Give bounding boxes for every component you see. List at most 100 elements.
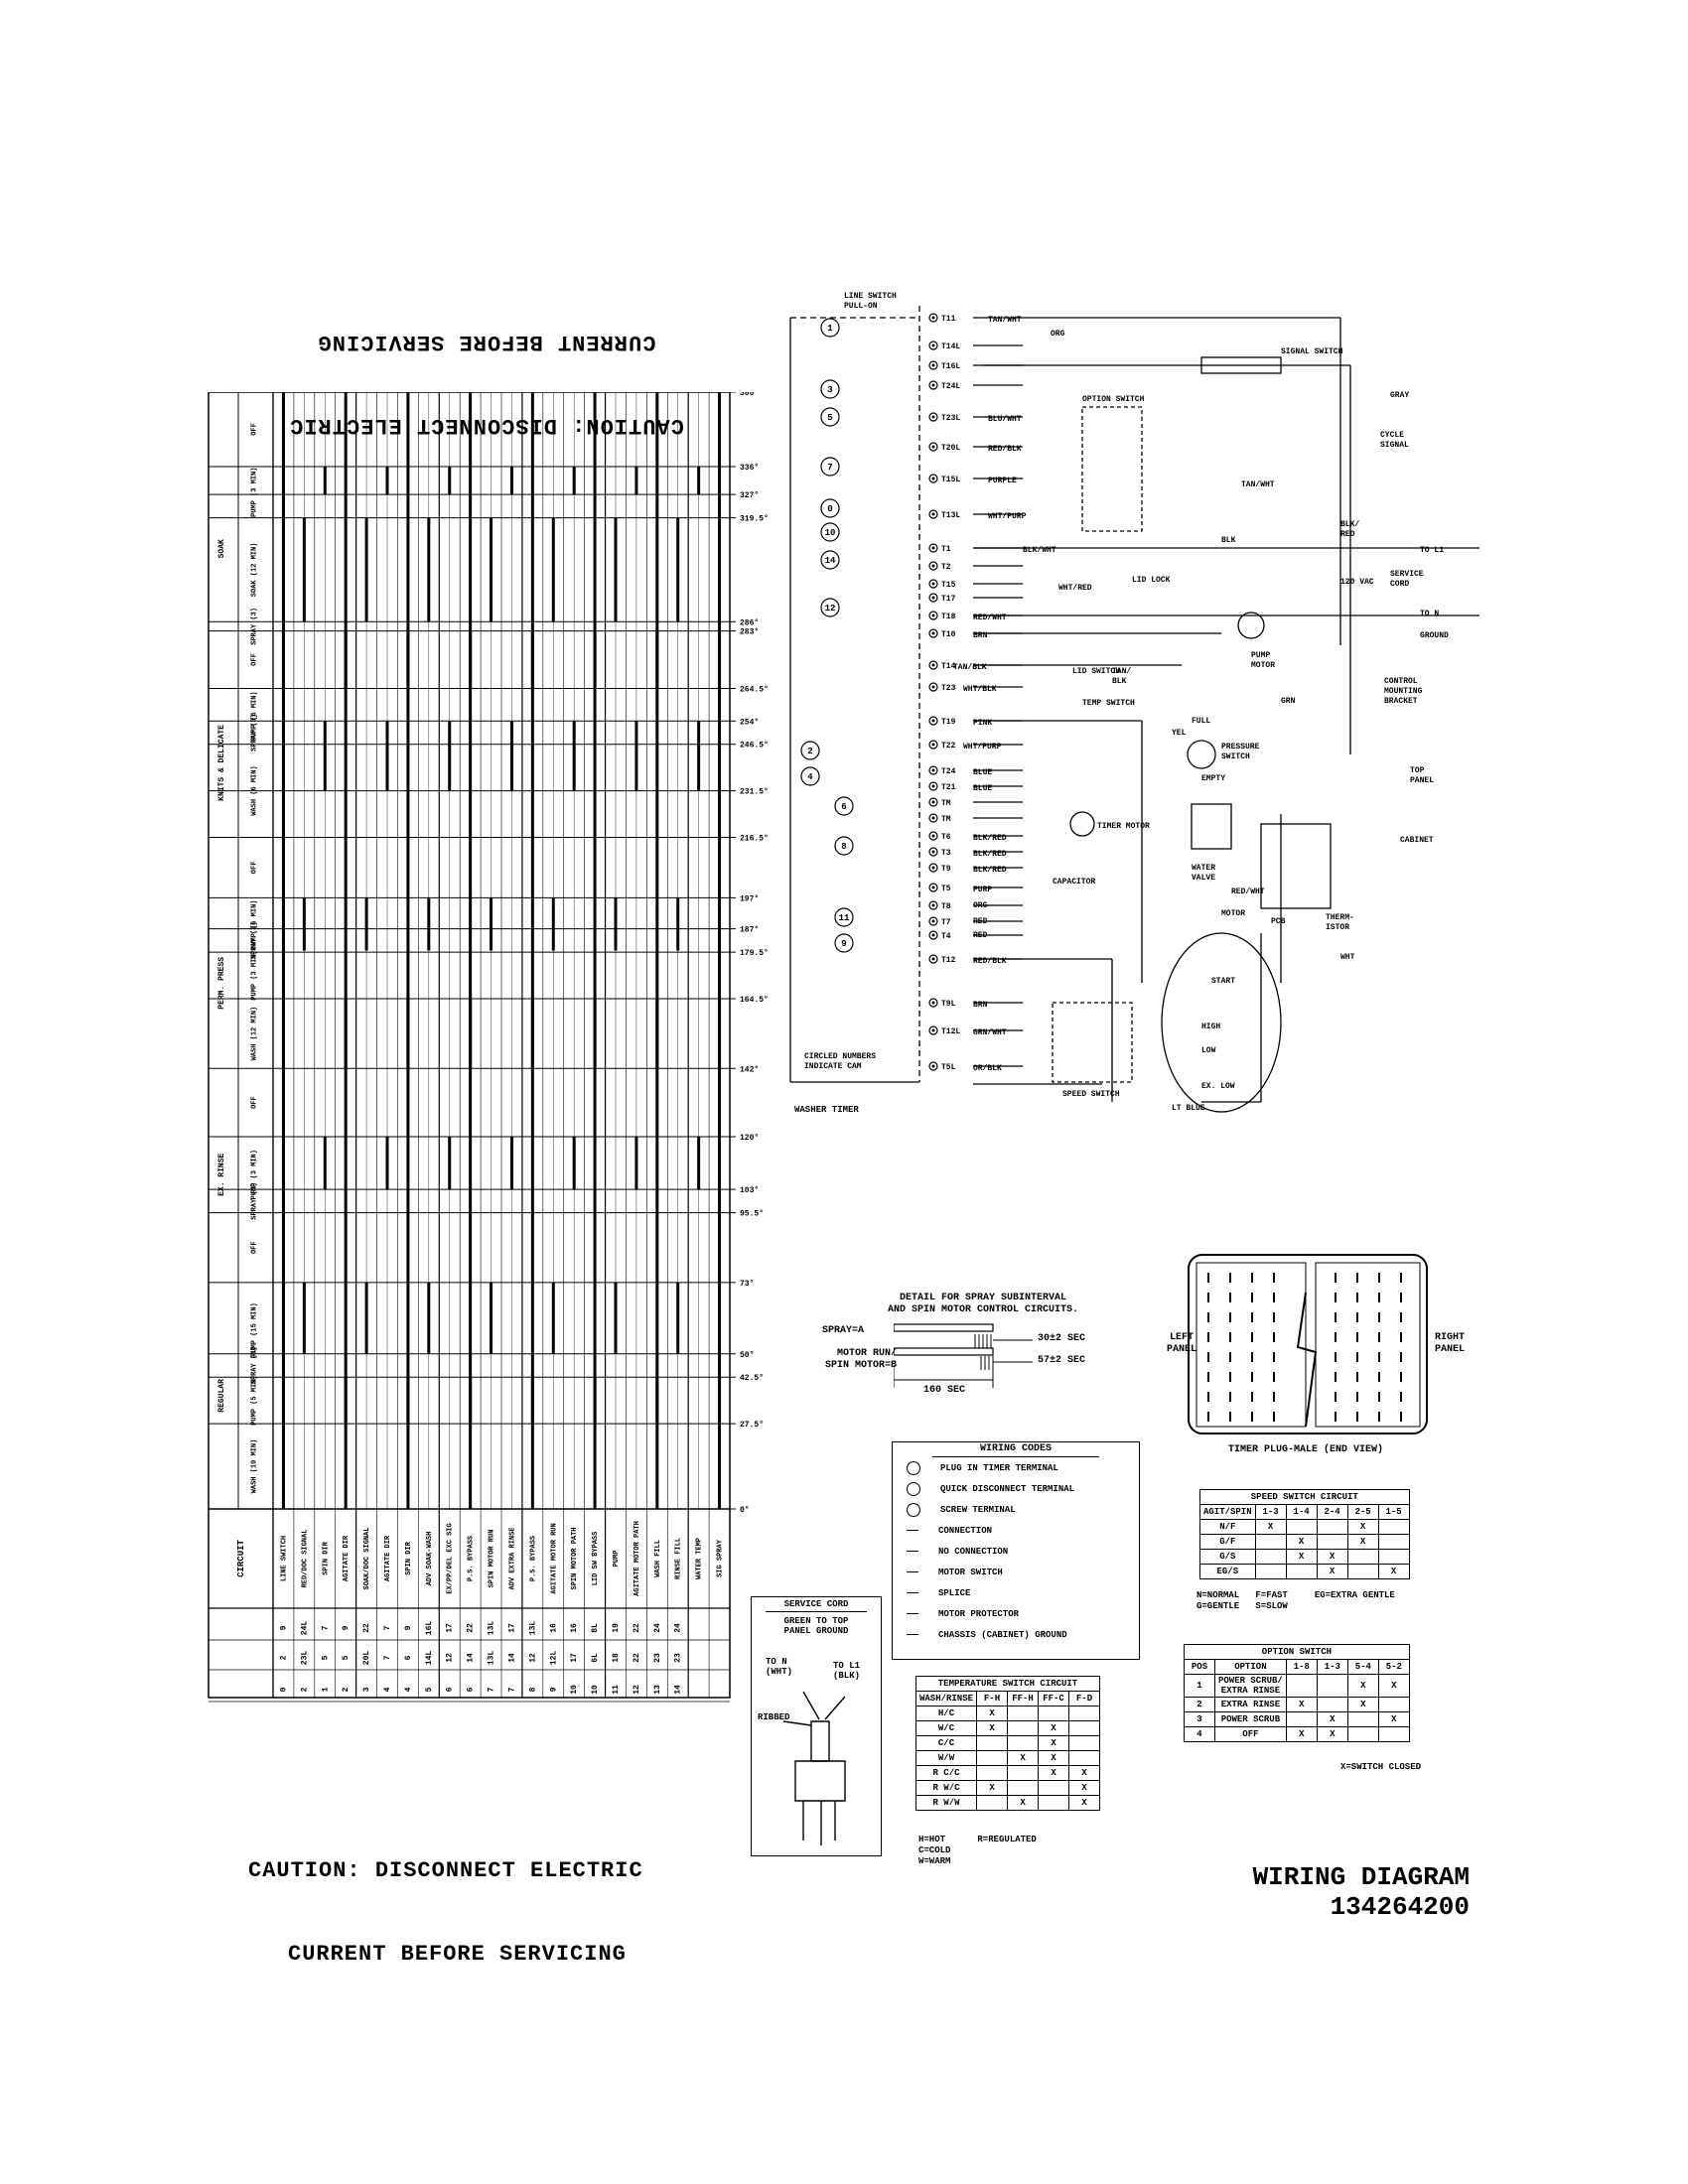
cam-bar (718, 1377, 722, 1425)
group-label: EX. RINSE (217, 1153, 226, 1195)
terminal-cell: 9 (342, 1625, 351, 1630)
temp-switch-title: TEMPERATURE SWITCH CIRCUIT (914, 1676, 1101, 1692)
cam-bar (385, 467, 389, 495)
wire-color-label: BLU/WHT (988, 415, 1022, 424)
cam-bar (427, 897, 431, 951)
schematic-label-blk-red: BLK/ (1340, 520, 1359, 529)
segment-label: WASH (10 MIN) (251, 1439, 259, 1494)
terminal-cell: 24 (653, 1623, 662, 1633)
timer-terminal (928, 916, 938, 926)
speed-switch-cell: X (1346, 1519, 1379, 1535)
degree-label: 164.5° (740, 996, 769, 1005)
cam-bar (530, 630, 534, 689)
cam-bar (593, 998, 597, 1069)
wiring-code-label: MOTOR SWITCH (938, 1567, 1003, 1577)
option-switch-cell: 4 (1184, 1726, 1215, 1742)
temp-switch-cell: H/C (914, 1706, 978, 1721)
cam-circle (834, 836, 854, 856)
wiring-code-item: CONNECTION (893, 1520, 1139, 1541)
segment-label: SOAK (12 MIN) (251, 543, 259, 598)
cam-bar (281, 1282, 285, 1354)
terminal-cell: 13L (528, 1621, 537, 1636)
segment-label: OFF (251, 1241, 259, 1254)
temp-switch-cell: W/W (914, 1750, 978, 1766)
temp-switch-cell (1068, 1706, 1101, 1721)
cam-bar (406, 392, 410, 1509)
cam-bar (697, 721, 701, 791)
wire-color-label: BLK/WHT (1023, 546, 1056, 555)
temp-switch-cell: X (1068, 1765, 1101, 1781)
cam-circle (820, 522, 840, 542)
option-switch-cell: OFF (1214, 1726, 1287, 1742)
cam-bar (427, 1282, 431, 1354)
circuit-label: RED/DOC SIGNAL (301, 1530, 309, 1588)
schematic-label-ground: GROUND (1420, 631, 1449, 640)
circuit-label: SIG SPRAY (717, 1539, 725, 1577)
cam-bar (614, 1282, 618, 1354)
cam-bar (302, 897, 306, 951)
terminal-cell: 14 (507, 1653, 516, 1663)
segment-label: OFF (251, 1096, 259, 1109)
circuit-label: LID SW BYPASS (592, 1532, 600, 1586)
segment-label: PUMP (15 MIN) (251, 1302, 259, 1357)
schematic-label-water-valve: WATER (1192, 864, 1215, 873)
degree-label: 42.5° (740, 1374, 764, 1383)
degree-label: 216.5° (740, 834, 769, 843)
segment-label: PUMP (3 MIN) (251, 468, 259, 517)
timer-terminal (928, 360, 938, 370)
spray-timing-diagram (894, 1323, 1033, 1388)
terminal-cell: 22 (633, 1653, 641, 1663)
timer-terminal (928, 900, 938, 910)
speed-switch-cell (1285, 1564, 1318, 1579)
wiring-schematic: T11T14LT16LT24LT23LT20LT15LT13LT1T2T15T1… (789, 292, 1479, 1115)
temp-switch-cell (1068, 1720, 1101, 1736)
temp-switch-cell: X (1068, 1780, 1101, 1796)
cam-bar (634, 467, 638, 495)
cam-bar (551, 517, 555, 622)
circuit-label: EX/PP/DEL EXC SIG (447, 1523, 455, 1593)
caution-line1: CAUTION: DISCONNECT ELECTRIC (248, 1858, 643, 1883)
schematic-label-grn: GRN (1281, 697, 1296, 706)
wire-color-label: WHT/PURP (963, 743, 1002, 751)
speed-switch-header: AGIT/SPIN (1199, 1504, 1256, 1520)
cam-number: 12 (825, 604, 836, 614)
terminal-cell: 10 (591, 1685, 600, 1695)
temp-switch-cell: X (1038, 1720, 1070, 1736)
cam-bar (593, 1377, 597, 1425)
cam-bar (281, 1377, 285, 1425)
cam-bar (469, 392, 473, 1509)
terminal-label: T22 (941, 742, 956, 751)
cam-circle (820, 598, 840, 617)
caution-line2: CURRENT BEFORE SERVICING (288, 1942, 627, 1967)
degree-label: 120° (740, 1134, 759, 1143)
temp-switch-cell (1007, 1780, 1040, 1796)
cam-number: 9 (841, 939, 846, 949)
cam-circle (834, 933, 854, 953)
wire-color-label: TAN/BLK (953, 663, 987, 672)
cam-circle (834, 796, 854, 816)
cam-number: 5 (827, 413, 832, 423)
circuit-label: ADV SOAK-WASH (426, 1532, 434, 1586)
speed-switch-cell: G/S (1199, 1549, 1256, 1565)
wiring-code-symbol-icon (907, 1530, 918, 1531)
option-switch-cell: X (1377, 1674, 1410, 1698)
wiring-code-symbol-icon (907, 1460, 920, 1475)
speed-switch-cell (1316, 1534, 1348, 1550)
line-switch-label: LINE SWITCH (844, 292, 897, 301)
temp-switch-cell (1038, 1706, 1070, 1721)
cam-bar (551, 897, 555, 951)
schematic-label-low: LOW (1201, 1046, 1216, 1055)
terminal-cell: 14 (467, 1653, 476, 1663)
group-label: REGULAR (217, 1379, 226, 1413)
cam-number: 7 (827, 463, 832, 473)
temp-switch-cell: R W/C (914, 1780, 978, 1796)
wire-color-label: BLUE (973, 768, 992, 777)
cam-bar (406, 998, 410, 1069)
schematic-label-thermistor: ISTOR (1326, 923, 1349, 932)
wiring-code-symbol-icon (907, 1592, 918, 1593)
terminal-cell: 7 (488, 1687, 496, 1692)
